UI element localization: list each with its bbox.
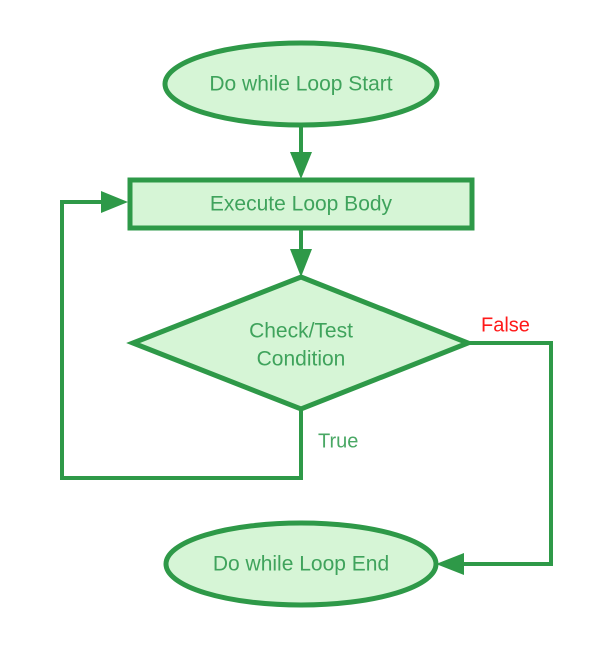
node-end-ellipse[interactable]: [163, 520, 439, 608]
edge-start-to-body-arrowhead: [290, 152, 312, 179]
node-start[interactable]: Do while Loop Start: [162, 40, 440, 128]
node-end-label: Do while Loop End: [213, 553, 389, 576]
edge-condition-true-to-body-arrowhead: [101, 191, 128, 213]
node-condition-label-line2: Condition: [257, 348, 346, 371]
edge-body-to-condition: [290, 228, 312, 277]
edge-condition-false-to-end: [436, 341, 553, 575]
node-start-label: Do while Loop Start: [209, 73, 392, 96]
edge-condition-false-to-end-path: [459, 341, 553, 566]
node-body[interactable]: Execute Loop Body: [127, 177, 475, 231]
node-condition[interactable]: Check/Test Condition: [126, 274, 475, 412]
edge-condition-true-to-body-path: [60, 200, 303, 480]
node-condition-label-line1: Check/Test: [249, 320, 353, 343]
node-start-ellipse[interactable]: [162, 40, 440, 128]
node-end[interactable]: Do while Loop End: [163, 520, 439, 608]
edge-label-true: True: [318, 430, 358, 452]
node-condition-diamond[interactable]: [126, 274, 475, 412]
node-body-label: Execute Loop Body: [210, 193, 393, 216]
edge-condition-true-to-body: [60, 191, 303, 480]
edge-condition-false-to-end-arrowhead: [436, 553, 464, 575]
edge-label-false: False: [481, 314, 530, 336]
node-body-rect[interactable]: [127, 177, 475, 231]
edge-body-to-condition-arrowhead: [290, 249, 312, 277]
